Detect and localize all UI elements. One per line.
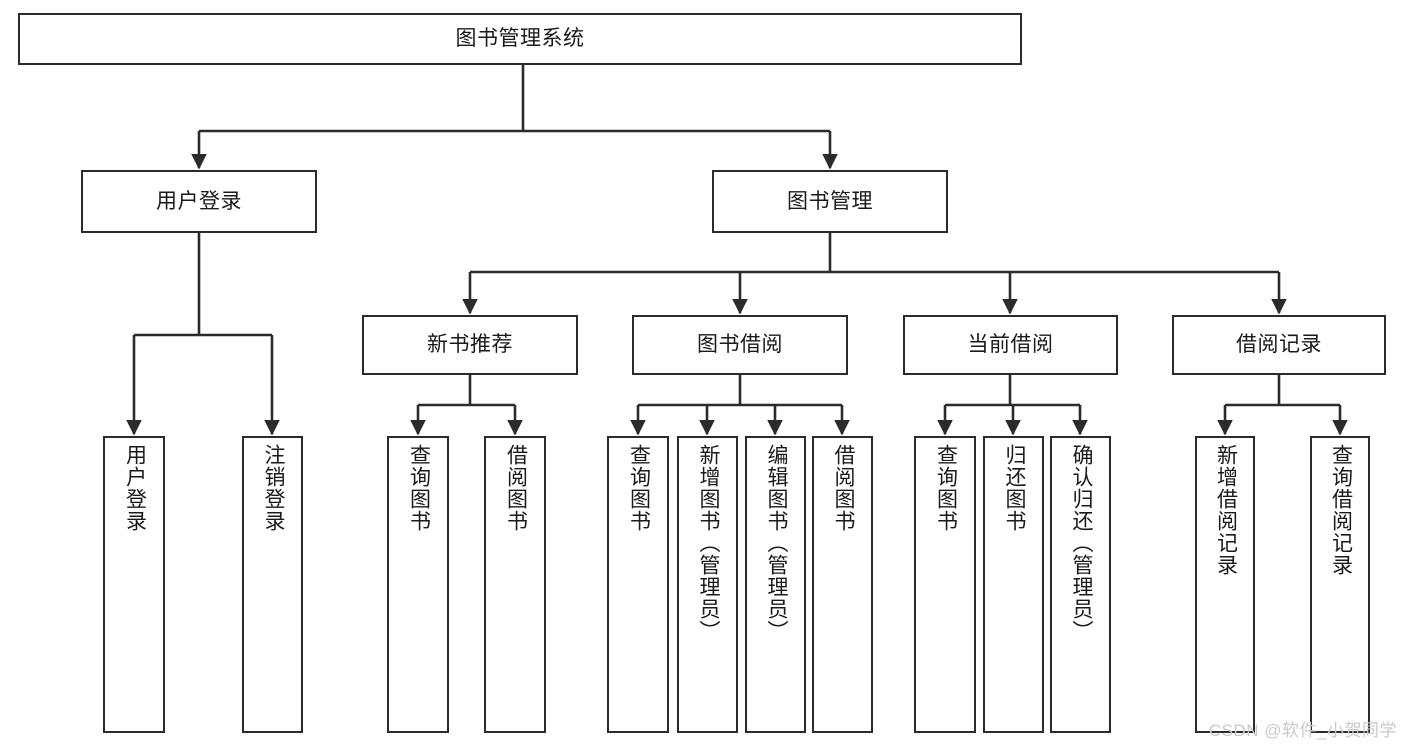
node-leaf-add-book-label: 新增图书（管理员） <box>696 444 720 642</box>
node-root-label: 图书管理系统 <box>455 27 585 51</box>
node-leaf-add-book[interactable]: 新增图书（管理员） <box>677 436 738 733</box>
node-leaf-return-book-label: 归还图书 <box>1002 444 1026 532</box>
node-leaf-query-book-3[interactable]: 查询图书 <box>914 436 976 733</box>
node-current-borrow-label: 当前借阅 <box>967 333 1054 357</box>
node-leaf-borrow-book-1[interactable]: 借阅图书 <box>484 436 546 733</box>
node-book-borrow[interactable]: 图书借阅 <box>632 315 848 375</box>
node-leaf-edit-book-label: 编辑图书（管理员） <box>764 444 788 642</box>
node-leaf-edit-book[interactable]: 编辑图书（管理员） <box>745 436 806 733</box>
node-leaf-confirm-return-label: 确认归还（管理员） <box>1069 444 1093 642</box>
node-leaf-query-book-1[interactable]: 查询图书 <box>387 436 449 733</box>
node-leaf-query-book-2[interactable]: 查询图书 <box>607 436 669 733</box>
node-user-login[interactable]: 用户登录 <box>81 170 317 233</box>
node-current-borrow[interactable]: 当前借阅 <box>903 315 1118 375</box>
watermark-text: CSDN @软件_小贺同学 <box>1208 721 1397 740</box>
node-borrow-record-label: 借阅记录 <box>1236 333 1322 357</box>
node-leaf-query-book-1-label: 查询图书 <box>407 444 431 532</box>
node-leaf-add-record[interactable]: 新增借阅记录 <box>1195 436 1255 733</box>
node-book-manage-label: 图书管理 <box>787 189 873 213</box>
node-book-manage[interactable]: 图书管理 <box>712 170 948 233</box>
node-leaf-query-record[interactable]: 查询借阅记录 <box>1310 436 1370 733</box>
node-book-borrow-label: 图书借阅 <box>697 333 783 357</box>
node-leaf-query-record-label: 查询借阅记录 <box>1329 444 1353 576</box>
node-leaf-query-book-3-label: 查询图书 <box>934 444 958 532</box>
node-leaf-add-record-label: 新增借阅记录 <box>1214 444 1238 576</box>
node-leaf-return-book[interactable]: 归还图书 <box>983 436 1044 733</box>
node-new-book-recommend-label: 新书推荐 <box>427 333 513 357</box>
node-leaf-query-book-2-label: 查询图书 <box>627 444 651 532</box>
node-leaf-user-login-label: 用户登录 <box>123 444 147 532</box>
node-leaf-borrow-book-1-label: 借阅图书 <box>504 444 528 532</box>
node-borrow-record[interactable]: 借阅记录 <box>1172 315 1386 375</box>
node-leaf-user-login[interactable]: 用户登录 <box>103 436 165 733</box>
node-root[interactable]: 图书管理系统 <box>18 13 1022 65</box>
node-leaf-borrow-book-2[interactable]: 借阅图书 <box>812 436 873 733</box>
node-leaf-borrow-book-2-label: 借阅图书 <box>831 444 855 532</box>
node-new-book-recommend[interactable]: 新书推荐 <box>362 315 578 375</box>
node-user-login-label: 用户登录 <box>156 189 242 213</box>
node-leaf-confirm-return[interactable]: 确认归还（管理员） <box>1050 436 1111 733</box>
node-leaf-logout-label: 注销登录 <box>261 444 285 532</box>
node-leaf-logout[interactable]: 注销登录 <box>242 436 303 733</box>
